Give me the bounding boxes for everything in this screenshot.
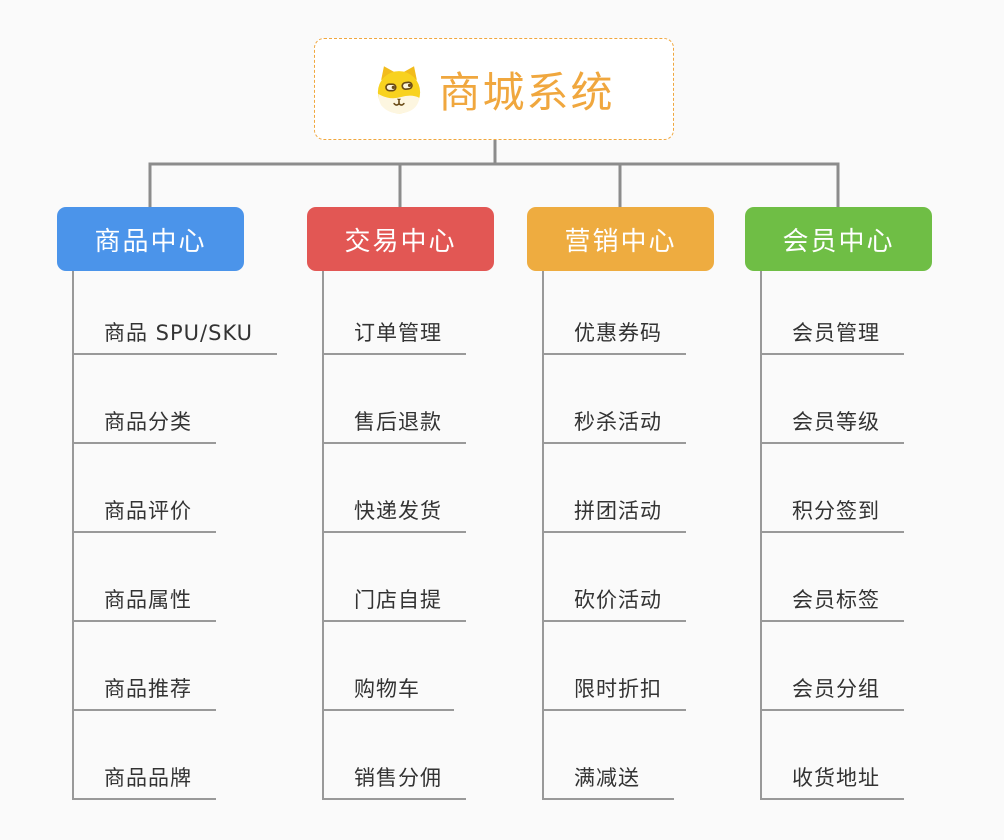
leaf-node[interactable]: 优惠券码 xyxy=(544,271,686,355)
branch-node-trade-center[interactable]: 交易中心 xyxy=(307,207,494,271)
leaf-node[interactable]: 订单管理 xyxy=(324,271,466,355)
leaf-node[interactable]: 拼团活动 xyxy=(544,444,686,533)
leaf-node[interactable]: 商品属性 xyxy=(74,533,216,622)
leaf-node[interactable]: 商品评价 xyxy=(74,444,216,533)
leaf-node[interactable]: 购物车 xyxy=(324,622,454,711)
leaf-node[interactable]: 售后退款 xyxy=(324,355,466,444)
branch-node-member-center[interactable]: 会员中心 xyxy=(745,207,932,271)
leaf-node[interactable]: 砍价活动 xyxy=(544,533,686,622)
branch-trade-center: 交易中心 订单管理售后退款快递发货门店自提购物车销售分佣 xyxy=(307,207,537,800)
branch-children-trade-center: 订单管理售后退款快递发货门店自提购物车销售分佣 xyxy=(322,271,466,800)
leaf-node[interactable]: 会员等级 xyxy=(762,355,904,444)
root-title: 商城系统 xyxy=(438,67,615,117)
leaf-node[interactable]: 快递发货 xyxy=(324,444,466,533)
dog-face-icon xyxy=(378,66,421,114)
leaf-node[interactable]: 商品推荐 xyxy=(74,622,216,711)
leaf-node[interactable]: 秒杀活动 xyxy=(544,355,686,444)
branch-node-product-center[interactable]: 商品中心 xyxy=(57,207,244,271)
branch-node-marketing-center[interactable]: 营销中心 xyxy=(527,207,714,271)
connector-group xyxy=(148,140,840,208)
leaf-node[interactable]: 会员标签 xyxy=(762,533,904,622)
leaf-node[interactable]: 满减送 xyxy=(544,711,674,800)
leaf-node[interactable]: 会员管理 xyxy=(762,271,904,355)
root-node[interactable]: 商城系统 xyxy=(314,38,674,140)
leaf-node[interactable]: 门店自提 xyxy=(324,533,466,622)
leaf-node[interactable]: 商品 SPU/SKU xyxy=(74,271,278,355)
branch-marketing-center: 营销中心 优惠券码秒杀活动拼团活动砍价活动限时折扣满减送 xyxy=(527,207,757,800)
leaf-node[interactable]: 销售分佣 xyxy=(324,711,466,800)
leaf-node[interactable]: 收货地址 xyxy=(762,711,904,800)
leaf-node[interactable]: 积分签到 xyxy=(762,444,904,533)
leaf-node[interactable]: 会员分组 xyxy=(762,622,904,711)
branch-children-marketing-center: 优惠券码秒杀活动拼团活动砍价活动限时折扣满减送 xyxy=(542,271,686,800)
branch-member-center: 会员中心 会员管理会员等级积分签到会员标签会员分组收货地址 xyxy=(745,207,975,800)
leaf-node[interactable]: 商品分类 xyxy=(74,355,216,444)
leaf-node[interactable]: 限时折扣 xyxy=(544,622,686,711)
branch-children-member-center: 会员管理会员等级积分签到会员标签会员分组收货地址 xyxy=(760,271,904,800)
leaf-node[interactable]: 商品品牌 xyxy=(74,711,216,800)
